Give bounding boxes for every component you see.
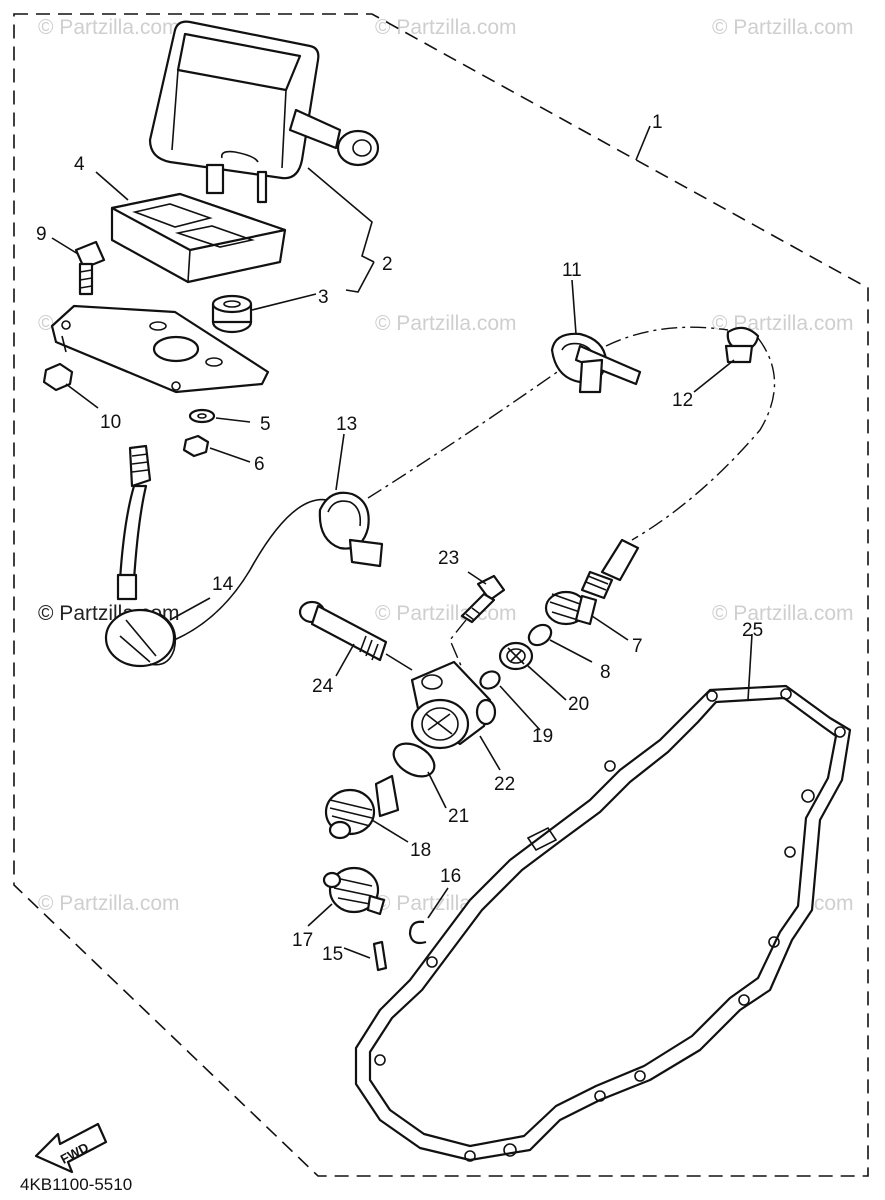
cable-band: [318, 491, 384, 568]
watermark: © Partzilla.com: [375, 16, 517, 39]
meter-holder: [110, 192, 287, 284]
callout-22: 22: [494, 774, 515, 795]
watermark: © Partzilla.com: [38, 16, 180, 39]
cable-clamp: [550, 332, 642, 394]
callout-2: 2: [382, 254, 393, 275]
callout-6: 6: [254, 454, 265, 475]
callout-19: 19: [532, 726, 553, 747]
circlip: [408, 920, 427, 945]
callout-4: 4: [74, 154, 85, 175]
grommet: [211, 294, 253, 334]
oil-seal: [498, 641, 534, 671]
washer: [479, 670, 501, 690]
watermark: © Partzilla.com: [375, 602, 517, 625]
callout-21: 21: [448, 806, 469, 827]
cover-gasket: [354, 684, 852, 1162]
callout-20: 20: [568, 694, 589, 715]
o-ring: [392, 742, 436, 778]
watermark: © Partzilla.com: [38, 892, 180, 915]
callout-24: 24: [312, 676, 334, 697]
drive-housing: [410, 660, 497, 750]
callout-12: 12: [672, 390, 693, 411]
o-ring: [527, 623, 553, 647]
cable-holder: [724, 326, 760, 364]
bolt: [298, 600, 413, 671]
callout-13: 13: [336, 414, 357, 435]
meter-cable: [104, 444, 341, 668]
watermark: © Partzilla.com: [375, 312, 517, 335]
callout-15: 15: [322, 944, 343, 965]
kit-boundary: [13, 13, 869, 1177]
washer: [188, 408, 216, 424]
drive-gear: [324, 774, 400, 840]
pin: [372, 940, 388, 972]
nut: [182, 434, 210, 458]
driven-gear: [322, 866, 386, 916]
callout-25: 25: [742, 620, 763, 641]
callout-labels: 1 2 3 4 5 6 7 8 9 10 11 12 13 14 15 16 1…: [36, 112, 763, 965]
bolt: [449, 574, 506, 669]
callout-16: 16: [440, 866, 461, 887]
watermark: © Partzilla.com: [712, 602, 854, 625]
callout-10: 10: [100, 412, 121, 433]
callout-18: 18: [410, 840, 431, 861]
meter-drive-shaft: [544, 538, 640, 626]
meter-assembly: [148, 20, 380, 204]
callout-17: 17: [292, 930, 313, 951]
callout-14: 14: [212, 574, 234, 595]
callout-8: 8: [600, 662, 611, 683]
callout-5: 5: [260, 414, 271, 435]
forward-arrow-icon: FWD: [34, 1122, 108, 1174]
watermark: © Partzilla.com: [712, 16, 854, 39]
callout-11: 11: [562, 260, 582, 281]
diagram-code: 4KB1100-5510: [20, 1175, 132, 1194]
cable-route: [631, 337, 776, 541]
callout-23: 23: [438, 548, 459, 569]
callout-3: 3: [318, 287, 329, 308]
callout-1: 1: [652, 112, 663, 133]
cable-route: [605, 326, 729, 347]
bolt: [74, 240, 106, 296]
callout-7: 7: [632, 636, 643, 657]
mounting-plate: [50, 304, 270, 394]
leader-lines: [51, 125, 753, 959]
callout-9: 9: [36, 224, 47, 245]
nut: [42, 362, 74, 392]
cable-route: [367, 369, 561, 499]
